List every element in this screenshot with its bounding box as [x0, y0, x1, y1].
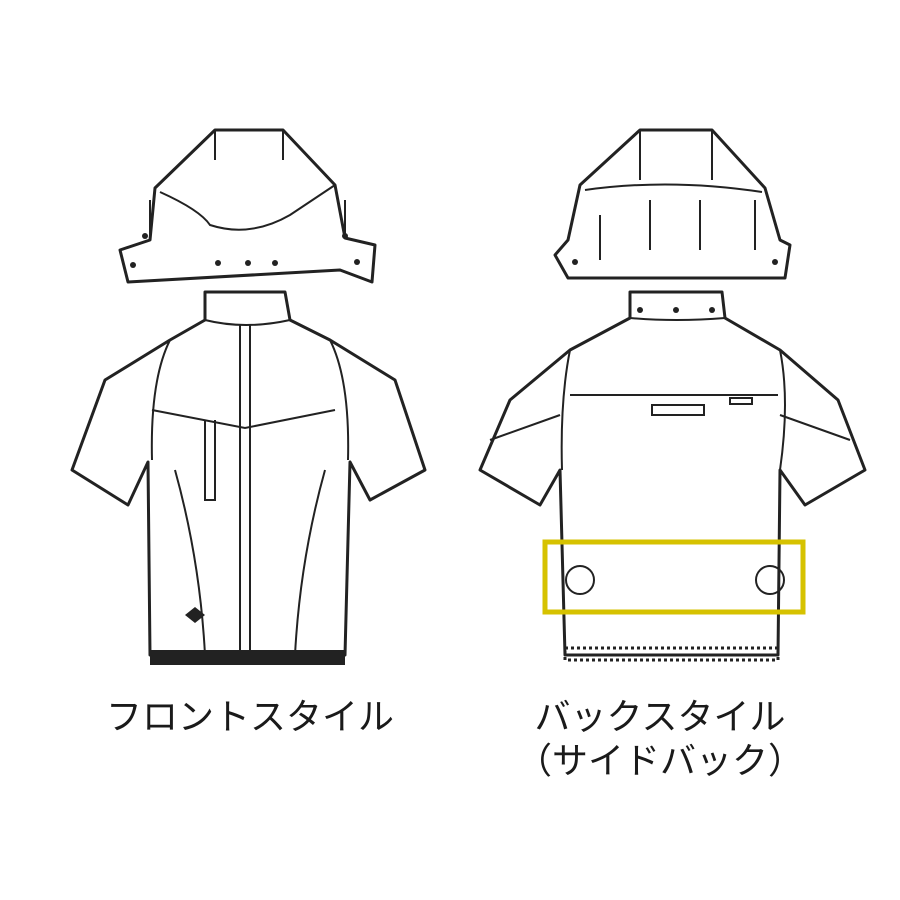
back-jacket-drawing [478, 290, 867, 662]
front-hood-drawing [118, 128, 377, 284]
back-style-caption-line1: バックスタイル [534, 697, 786, 738]
highlight-box [542, 539, 806, 615]
front-jacket-drawing [70, 290, 427, 665]
back-style-caption-line2: （サイドバック） [515, 741, 804, 782]
back-hood-drawing [553, 128, 792, 280]
front-style-caption: フロントスタイル [105, 697, 394, 738]
back-style-caption: バックスタイル （サイドバック） [470, 696, 850, 784]
